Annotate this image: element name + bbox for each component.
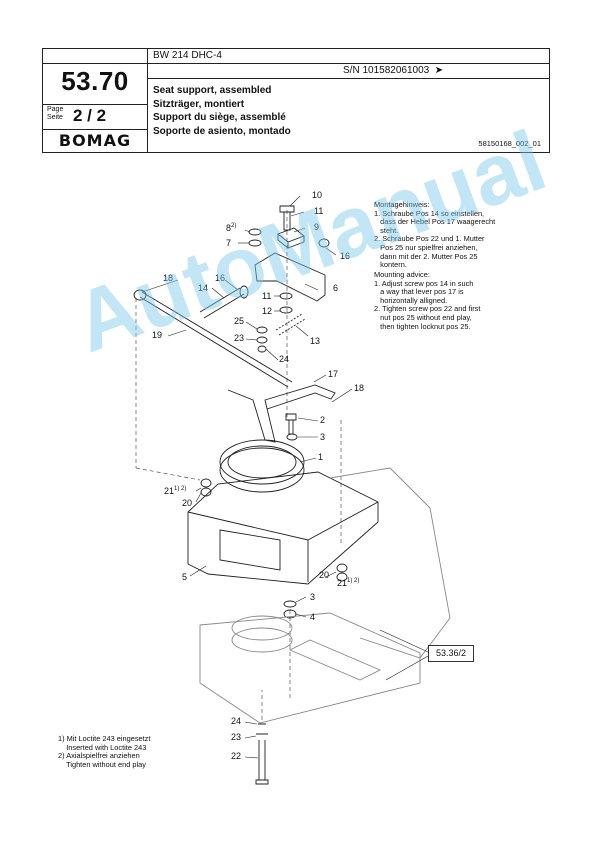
callout-20: 20 xyxy=(182,498,193,508)
callout-12: 12 xyxy=(262,306,273,316)
callout-21: 211) 2) xyxy=(164,486,187,496)
page-counter: 2 / 2 xyxy=(73,106,107,125)
callout-22: 22 xyxy=(231,751,242,761)
title-en: Seat support, assembled xyxy=(153,85,272,96)
callout-24: 24 xyxy=(279,354,290,364)
page-title: 53.70 xyxy=(61,66,129,96)
title-block: BW 214 DHC-4 S/N 101582061003 ➤ 53.70 Pa… xyxy=(42,48,550,153)
callout-18: 18 xyxy=(163,273,174,283)
callout-5: 5 xyxy=(182,572,188,582)
cross-reference-box: 53.36/2 xyxy=(428,645,474,662)
serial-number: S/N 101582061003 ➤ xyxy=(343,65,443,76)
callout-24b: 24 xyxy=(231,716,242,726)
callout-13: 13 xyxy=(310,336,321,346)
callout-19: 19 xyxy=(152,330,163,340)
serial-text: S/N 101582061003 xyxy=(343,65,430,76)
callout-7: 7 xyxy=(226,238,232,248)
callout-1: 1 xyxy=(318,452,324,462)
callout-10: 10 xyxy=(312,190,323,200)
callout-8: 82) xyxy=(226,223,237,233)
callout-9: 9 xyxy=(314,222,320,232)
callout-3: 3 xyxy=(320,432,326,442)
callout-11: 11 xyxy=(314,206,324,216)
machine-model: BW 214 DHC-4 xyxy=(153,50,222,61)
callout-16: 16 xyxy=(340,251,351,261)
callout-2: 2 xyxy=(320,415,326,425)
document-reference: 58150168_002_01 xyxy=(478,139,541,148)
callout-11b: 11 xyxy=(262,291,272,301)
callout-17: 17 xyxy=(328,369,339,379)
callout-18b: 18 xyxy=(354,383,365,393)
callout-23b: 23 xyxy=(231,732,242,742)
brand-logo: BOMAG xyxy=(58,131,132,150)
callout-23: 23 xyxy=(234,333,245,343)
callout-16b: 16 xyxy=(215,273,226,283)
callout-21b: 211) 2) xyxy=(337,578,360,588)
title-fr: Support du siège, assemblé xyxy=(153,112,286,123)
title-de: Sitzträger, montiert xyxy=(153,98,245,110)
serial-arrow-icon: ➤ xyxy=(434,65,444,76)
footnotes: 1) Mit Loctite 243 eingesetzt Inserted w… xyxy=(58,734,151,769)
callout-3b: 3 xyxy=(310,592,316,602)
part-titles: Seat support, assembled Sitzträger, mont… xyxy=(153,84,291,138)
callout-25: 25 xyxy=(234,316,245,326)
callout-20b: 20 xyxy=(319,570,330,580)
callout-14: 14 xyxy=(198,283,209,293)
montage-note: Montagehinweis: 1. Schraube Pos 14 so ei… xyxy=(374,200,496,270)
callout-6: 6 xyxy=(333,283,339,293)
title-es: Soporte de asiento, montado xyxy=(153,125,291,137)
mounting-note: Mounting advice: 1. Adjust screw pos 14 … xyxy=(374,270,481,331)
callout-4: 4 xyxy=(310,612,316,622)
